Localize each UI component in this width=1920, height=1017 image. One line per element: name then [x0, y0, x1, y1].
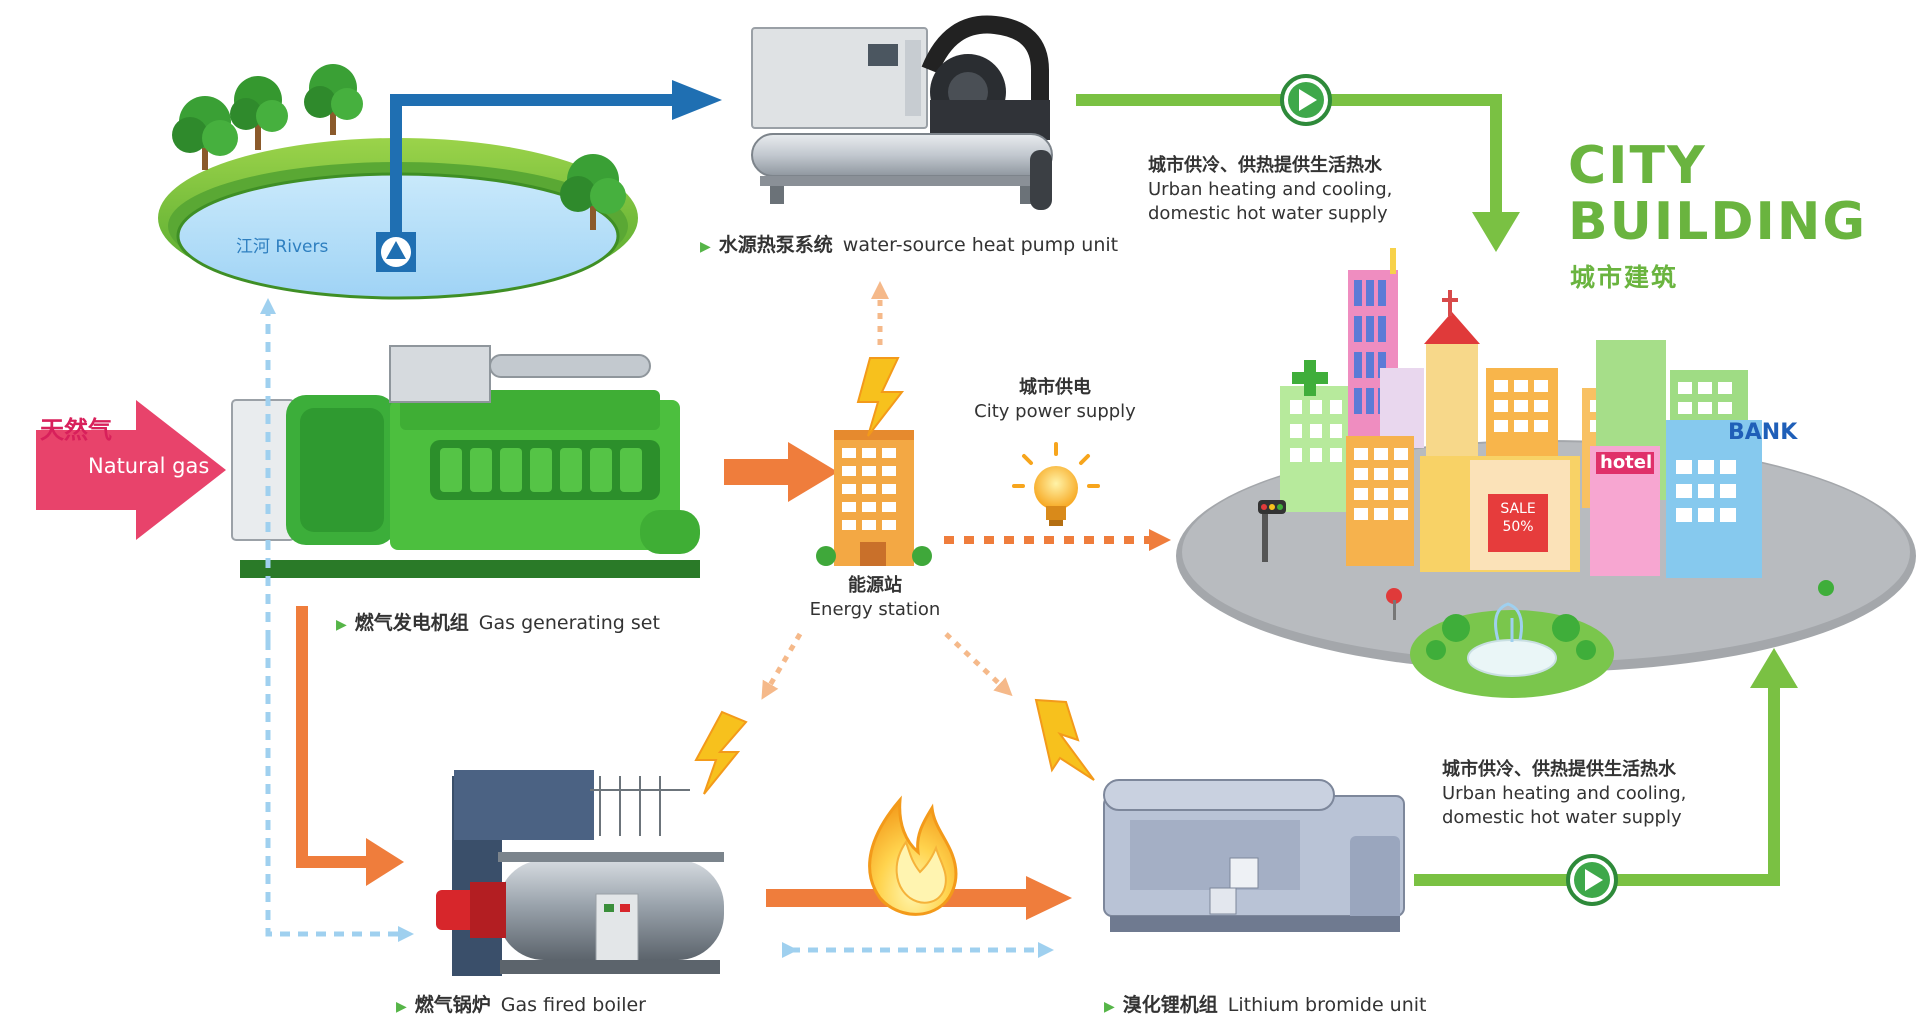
energy-station-building	[816, 430, 932, 566]
gas-generating-set-image	[231, 345, 700, 578]
rivers-lake	[158, 138, 638, 300]
rivers-label: 江河 Rivers	[236, 237, 329, 257]
boiler-caption: ▶ 燃气锅炉 Gas fired boiler	[396, 990, 646, 1017]
hotel-sign: hotel	[1600, 452, 1653, 473]
lithium-caption: ▶ 溴化锂机组 Lithium bromide unit	[1104, 990, 1427, 1017]
caption-marker-icon: ▶	[336, 617, 347, 633]
city-title-line2: BUILDING	[1568, 192, 1868, 252]
flame-icon	[868, 795, 958, 916]
boiler-caption-en: Gas fired boiler	[500, 994, 646, 1016]
lightning-icon	[1034, 698, 1095, 781]
station-to-lithium-dotted	[944, 632, 1013, 697]
lightning-icon	[694, 710, 748, 795]
energy-station-label: 能源站 Energy station	[790, 574, 960, 622]
river-to-heat-pump-arrow	[390, 94, 680, 232]
supply-note-bottom: 城市供冷、供热提供生活热水 Urban heating and cooling,…	[1442, 758, 1686, 830]
natural-gas-arrow	[36, 400, 226, 540]
heat-pump-to-city-green-flow	[1076, 94, 1502, 220]
sale-sign-text: SALE	[1500, 501, 1536, 517]
station-to-boiler-dotted	[761, 632, 803, 700]
supply-note-top: 城市供冷、供热提供生活热水 Urban heating and cooling,…	[1148, 154, 1392, 226]
city-power-supply-label: 城市供电 City power supply	[960, 376, 1150, 424]
energy-station-en: Energy station	[809, 599, 941, 620]
river-to-heat-pump-arrowhead	[672, 80, 722, 120]
supply-note-bottom-en2: domestic hot water supply	[1442, 807, 1682, 828]
light-bulb-icon	[1012, 442, 1100, 526]
city-power-supply-en: City power supply	[974, 401, 1136, 422]
natural-gas-label-cn: 天然气	[40, 416, 112, 444]
supply-note-top-en1: Urban heating and cooling,	[1148, 179, 1393, 200]
city-illustration	[1176, 248, 1916, 698]
generator-to-boiler-arrowhead	[366, 838, 404, 886]
heat-pump-caption: ▶ 水源热泵系统 water-source heat pump unit	[700, 230, 1118, 257]
city-power-supply-cn: 城市供电	[1019, 377, 1091, 398]
city-building-title-cn: 城市建筑	[1570, 263, 1679, 292]
lithium-bromide-unit-image	[1103, 779, 1405, 932]
bank-sign: BANK	[1728, 420, 1798, 445]
city-title-line1: CITY	[1568, 136, 1707, 196]
city-building-title: CITY BUILDING	[1568, 138, 1867, 250]
traffic-light-icon	[1258, 500, 1286, 562]
play-icon	[1566, 854, 1618, 906]
boiler-to-lithium-arrowhead	[1026, 876, 1072, 920]
lithium-caption-en: Lithium bromide unit	[1227, 994, 1427, 1016]
green-flow-arrowhead-top	[1472, 212, 1520, 252]
heat-pump-caption-cn: 水源热泵系统	[718, 234, 833, 256]
heat-pump-unit-image	[751, 15, 1053, 210]
river-intake-icon	[376, 232, 416, 272]
heat-pump-caption-en: water-source heat pump unit	[842, 234, 1119, 256]
gas-generator-caption-en: Gas generating set	[478, 612, 660, 634]
supply-note-top-en2: domestic hot water supply	[1148, 203, 1388, 224]
play-icon	[1280, 74, 1332, 126]
caption-marker-icon: ▶	[396, 999, 407, 1015]
supply-note-top-cn: 城市供冷、供热提供生活热水	[1148, 155, 1382, 176]
natural-gas-label-en: Natural gas	[88, 454, 210, 478]
supply-note-bottom-en1: Urban heating and cooling,	[1442, 783, 1687, 804]
gas-fired-boiler-image	[436, 770, 724, 976]
lightning-icon	[856, 357, 905, 437]
caption-marker-icon: ▶	[700, 239, 711, 255]
tree-icon	[172, 64, 626, 230]
energy-station-cn: 能源站	[848, 575, 902, 596]
river-to-boiler-dashed-line	[265, 640, 414, 942]
sale-sign-pct: 50%	[1502, 519, 1534, 535]
supply-note-bottom-cn: 城市供冷、供热提供生活热水	[1442, 759, 1676, 780]
sale-sign: SALE 50%	[1488, 500, 1548, 536]
green-flow-arrowhead-bottom	[1750, 648, 1798, 688]
lithium-caption-cn: 溴化锂机组	[1122, 994, 1218, 1016]
gas-generator-caption-cn: 燃气发电机组	[354, 612, 469, 634]
lithium-to-city-green-flow	[1414, 680, 1780, 886]
boiler-caption-cn: 燃气锅炉	[414, 994, 491, 1016]
gas-generator-caption: ▶ 燃气发电机组 Gas generating set	[336, 608, 660, 635]
generator-to-station-arrowhead	[788, 442, 838, 502]
fountain-icon	[1494, 602, 1523, 642]
caption-marker-icon: ▶	[1104, 999, 1115, 1015]
generator-to-boiler-orange-flow	[296, 606, 372, 868]
